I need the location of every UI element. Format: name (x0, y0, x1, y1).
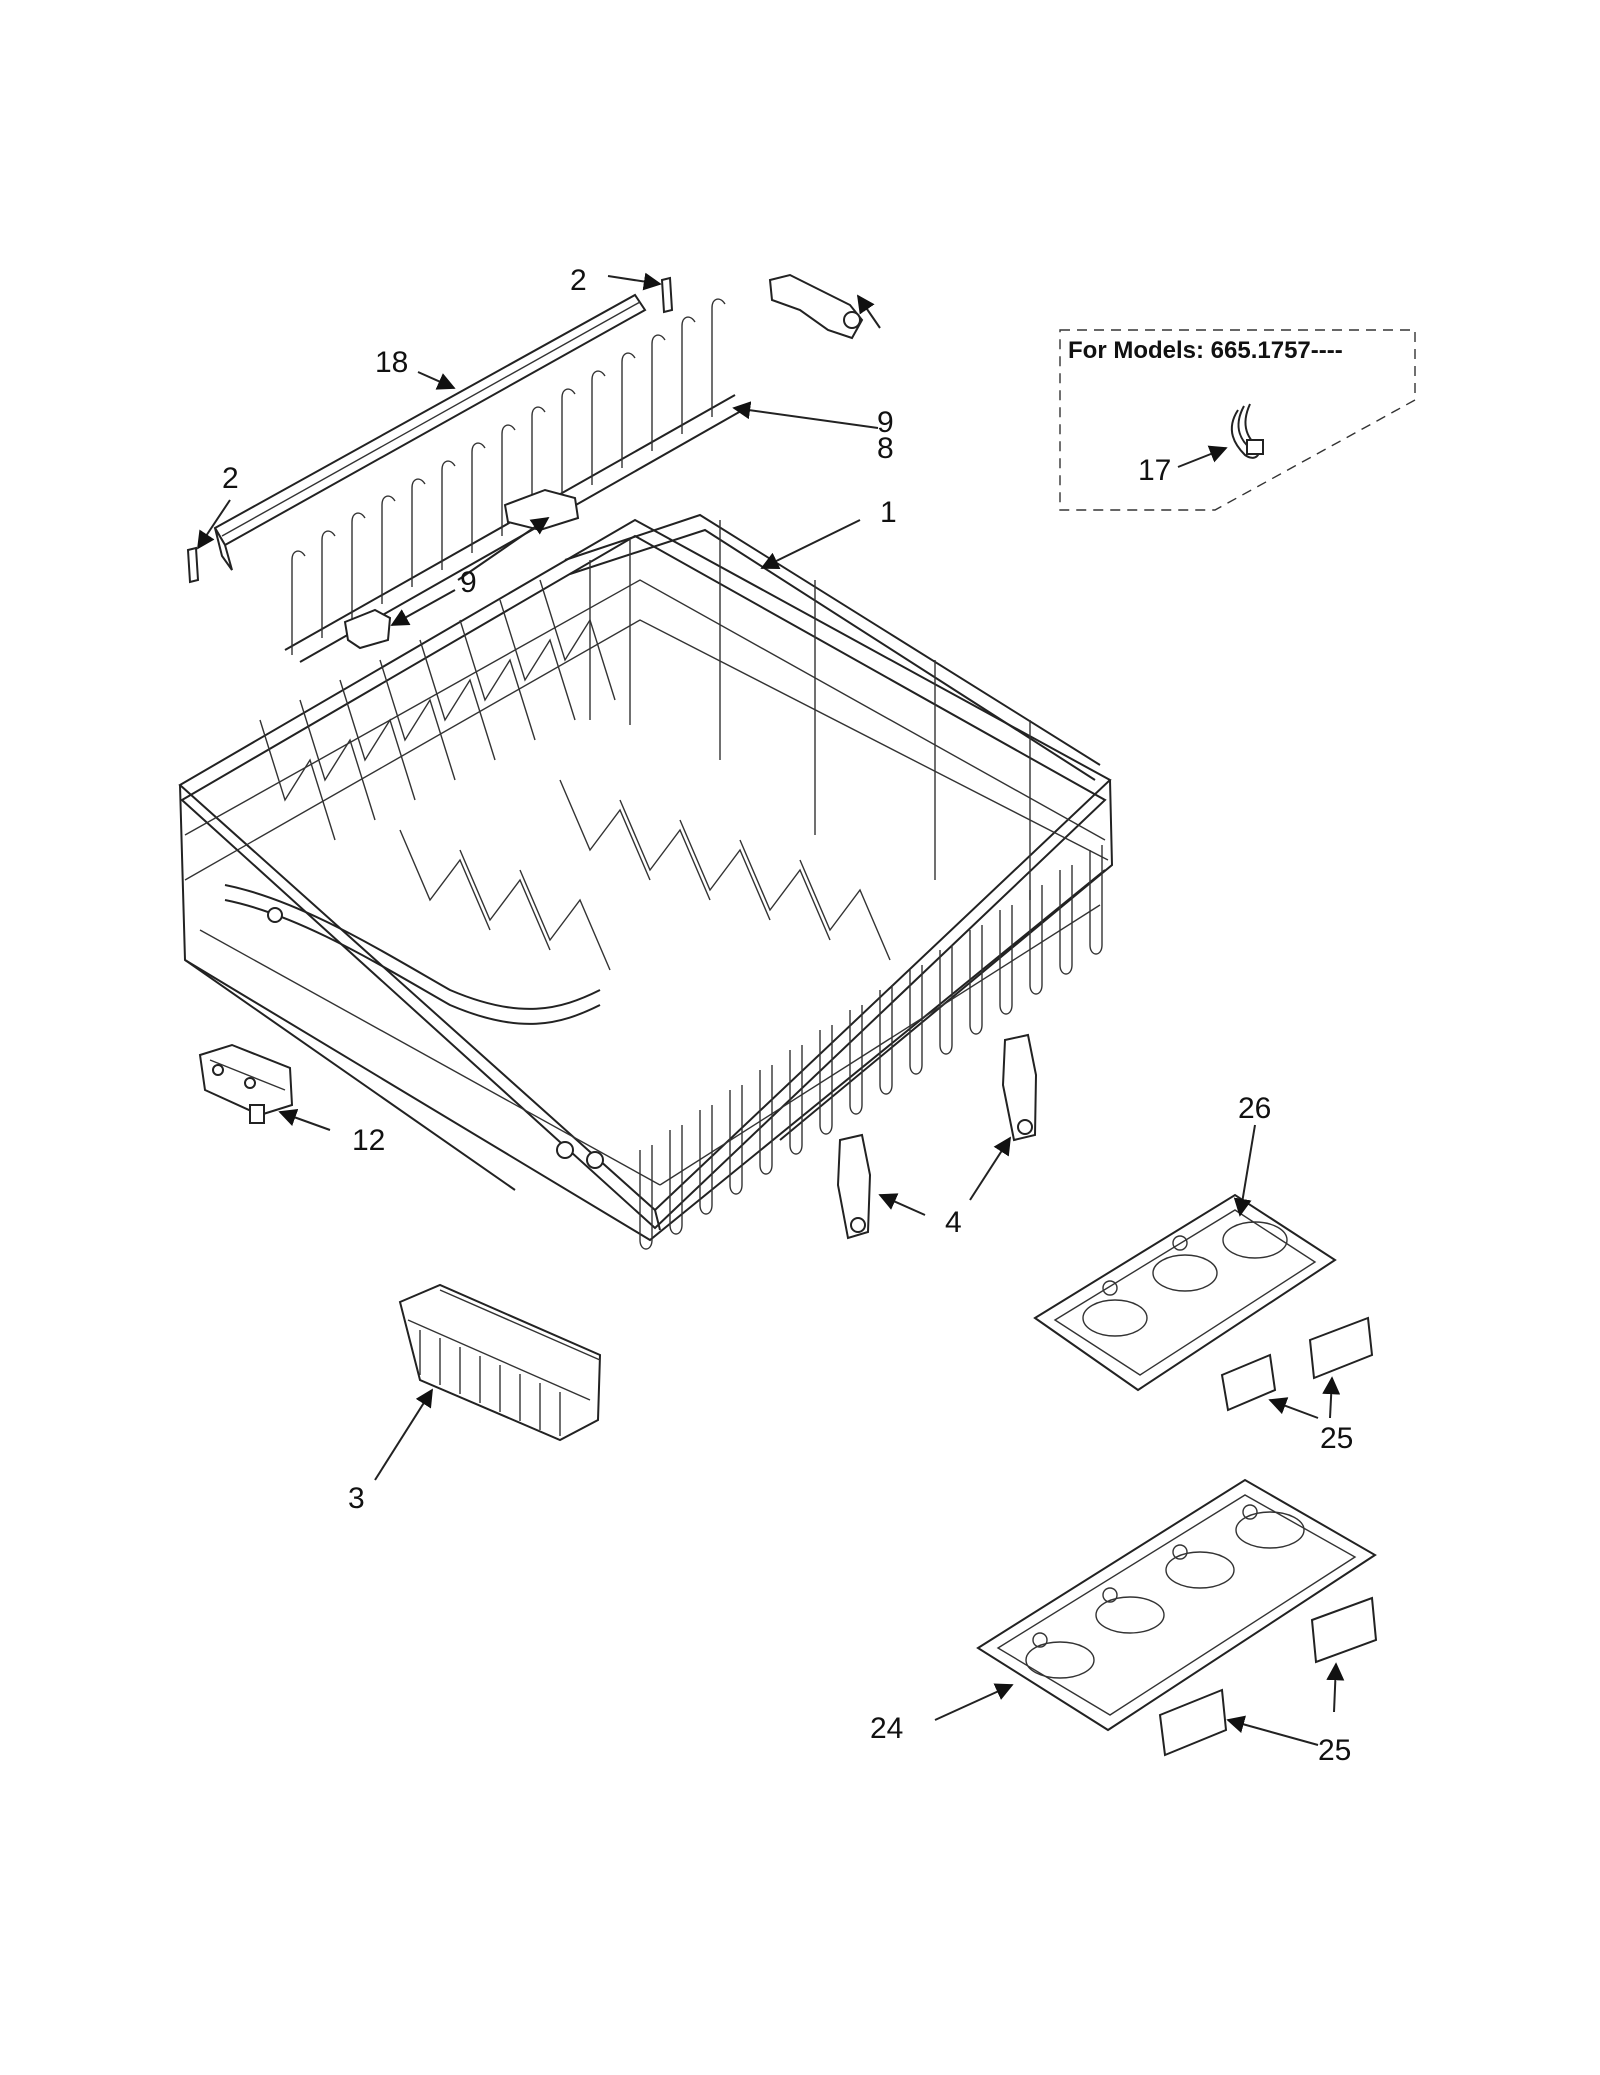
part-2-clip-left (186, 546, 200, 584)
part-9-hinge-top (768, 273, 864, 340)
callout-12: 12 (352, 1124, 385, 1157)
callout-17: 17 (1138, 454, 1171, 487)
callout-18: 18 (375, 346, 408, 379)
part-24-shelf-insert (976, 1478, 1377, 1732)
callout-9-middle: 9 (460, 566, 477, 599)
model-box-title: For Models: 665.1757---- (1068, 337, 1343, 364)
leader-lines (197, 272, 1345, 1746)
part-17-wire-harness (1230, 403, 1264, 459)
callout-25-upper: 25 (1320, 1422, 1353, 1455)
part-9-hinge-middle (503, 488, 580, 532)
part-8-folding-tines (284, 298, 749, 663)
part-12-adjuster (198, 1043, 294, 1124)
callout-8: 8 (877, 432, 894, 465)
part-25-clip-upper-b (1308, 1316, 1374, 1380)
callout-24: 24 (870, 1712, 903, 1745)
part-25-clip-upper-a (1220, 1353, 1277, 1412)
model-box: For Models: 665.1757---- (1059, 329, 1416, 511)
callout-2-left: 2 (222, 462, 239, 495)
part-1-upper-rack (178, 513, 1114, 1250)
part-18-rack-rail (213, 293, 647, 571)
part-3-basket (398, 1283, 602, 1442)
callout-4: 4 (945, 1206, 962, 1239)
part-25-clip-lower-b (1310, 1596, 1378, 1664)
part-4-rack-stop-left (836, 1133, 872, 1240)
callout-1: 1 (880, 496, 897, 529)
callout-9-top: 9 (877, 406, 894, 439)
callout-3: 3 (348, 1482, 365, 1515)
part-4-rack-stop-right (1001, 1033, 1038, 1142)
part-9-hinge-lower (343, 608, 392, 650)
callout-labels: 1 2 2 18 9 8 9 12 4 3 26 25 24 25 17 (222, 264, 1353, 1767)
callout-25-lower: 25 (1318, 1734, 1351, 1767)
callout-26: 26 (1238, 1092, 1271, 1125)
callout-2-top: 2 (570, 264, 587, 297)
model-box-border (1059, 329, 1416, 511)
part-25-clip-lower-a (1158, 1688, 1228, 1757)
part-2-clip-right (660, 276, 674, 314)
part-26-shelf-insert (1033, 1193, 1337, 1392)
